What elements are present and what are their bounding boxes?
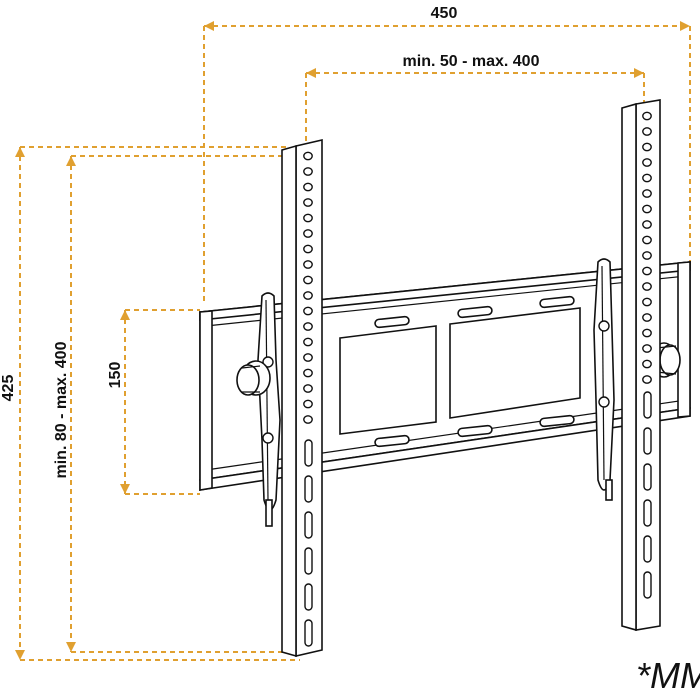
arm-hole [303, 415, 313, 424]
right-arm-holes [642, 111, 652, 384]
left-tilt-knob [236, 360, 271, 396]
arm-slot [304, 511, 313, 539]
arm-hole [642, 266, 652, 276]
arm-hole [303, 182, 313, 192]
arm-hole [303, 229, 313, 238]
dimension-lines: 450 min. 50 - max. 400 425 mi [0, 5, 691, 661]
arm-hole [642, 235, 652, 245]
arm-slot [643, 535, 652, 563]
arm-hole [303, 167, 313, 176]
overall-height-dimension: 425 [0, 146, 300, 661]
arm-slot [304, 547, 313, 575]
vesa-vertical-dimension: min. 80 - max. 400 [53, 155, 300, 653]
arm-hole [303, 213, 313, 223]
left-arm-slots [304, 439, 313, 647]
arm-hole [642, 220, 652, 229]
arm-hole [642, 158, 652, 167]
arm-slot [304, 475, 313, 503]
arm-hole [642, 297, 652, 307]
arm-hole [303, 260, 313, 269]
arm-hole [642, 111, 652, 121]
right-vertical-arm [621, 99, 661, 632]
left-arm-holes [303, 151, 313, 424]
left-vertical-arm [281, 138, 323, 658]
arm-hole [303, 337, 313, 347]
arm-slot [304, 583, 313, 611]
arm-hole [303, 399, 313, 409]
arm-hole [642, 204, 652, 214]
arm-hole [642, 375, 652, 384]
arm-hole [642, 173, 652, 183]
arm-hole [642, 282, 652, 291]
arm-hole [303, 244, 313, 254]
arm-hole [303, 306, 313, 316]
arm-hole [642, 251, 652, 260]
wall-plate-slots-top [374, 295, 575, 329]
overall-height-label: 425 [0, 375, 17, 402]
left-tilt-bracket [257, 292, 281, 527]
arm-hole [642, 359, 652, 369]
arm-hole [303, 291, 313, 300]
arm-hole [303, 151, 313, 161]
arm-slot [643, 571, 652, 599]
wall-plate-height-label: 150 [107, 362, 124, 389]
wall-plate-height-dimension: 150 [107, 309, 200, 495]
arm-hole [642, 328, 652, 338]
arm-slot [304, 439, 313, 467]
arm-hole [642, 142, 652, 152]
arm-slot [304, 619, 313, 647]
arm-hole [642, 127, 652, 136]
arm-slot [643, 427, 652, 455]
right-arm-slots [643, 391, 652, 599]
unit-note: *MM [636, 655, 700, 696]
arm-hole [642, 344, 652, 353]
vesa-horizontal-label: min. 50 - max. 400 [403, 53, 540, 70]
overall-width-dimension: 450 [203, 5, 691, 305]
arm-slot [643, 391, 652, 419]
overall-width-label: 450 [431, 5, 458, 22]
right-tilt-bracket [593, 258, 615, 501]
arm-hole [642, 313, 652, 322]
arm-hole [303, 322, 313, 331]
wall-plate-slots-bottom [374, 414, 575, 448]
arm-hole [303, 368, 313, 378]
arm-slot [643, 463, 652, 491]
vesa-vertical-label: min. 80 - max. 400 [53, 341, 70, 478]
arm-hole [303, 384, 313, 393]
arm-hole [303, 353, 313, 362]
vesa-horizontal-dimension: min. 50 - max. 400 [305, 53, 645, 142]
arm-hole [303, 275, 313, 285]
arm-hole [642, 189, 652, 198]
arm-hole [303, 198, 313, 207]
arm-slot [643, 499, 652, 527]
